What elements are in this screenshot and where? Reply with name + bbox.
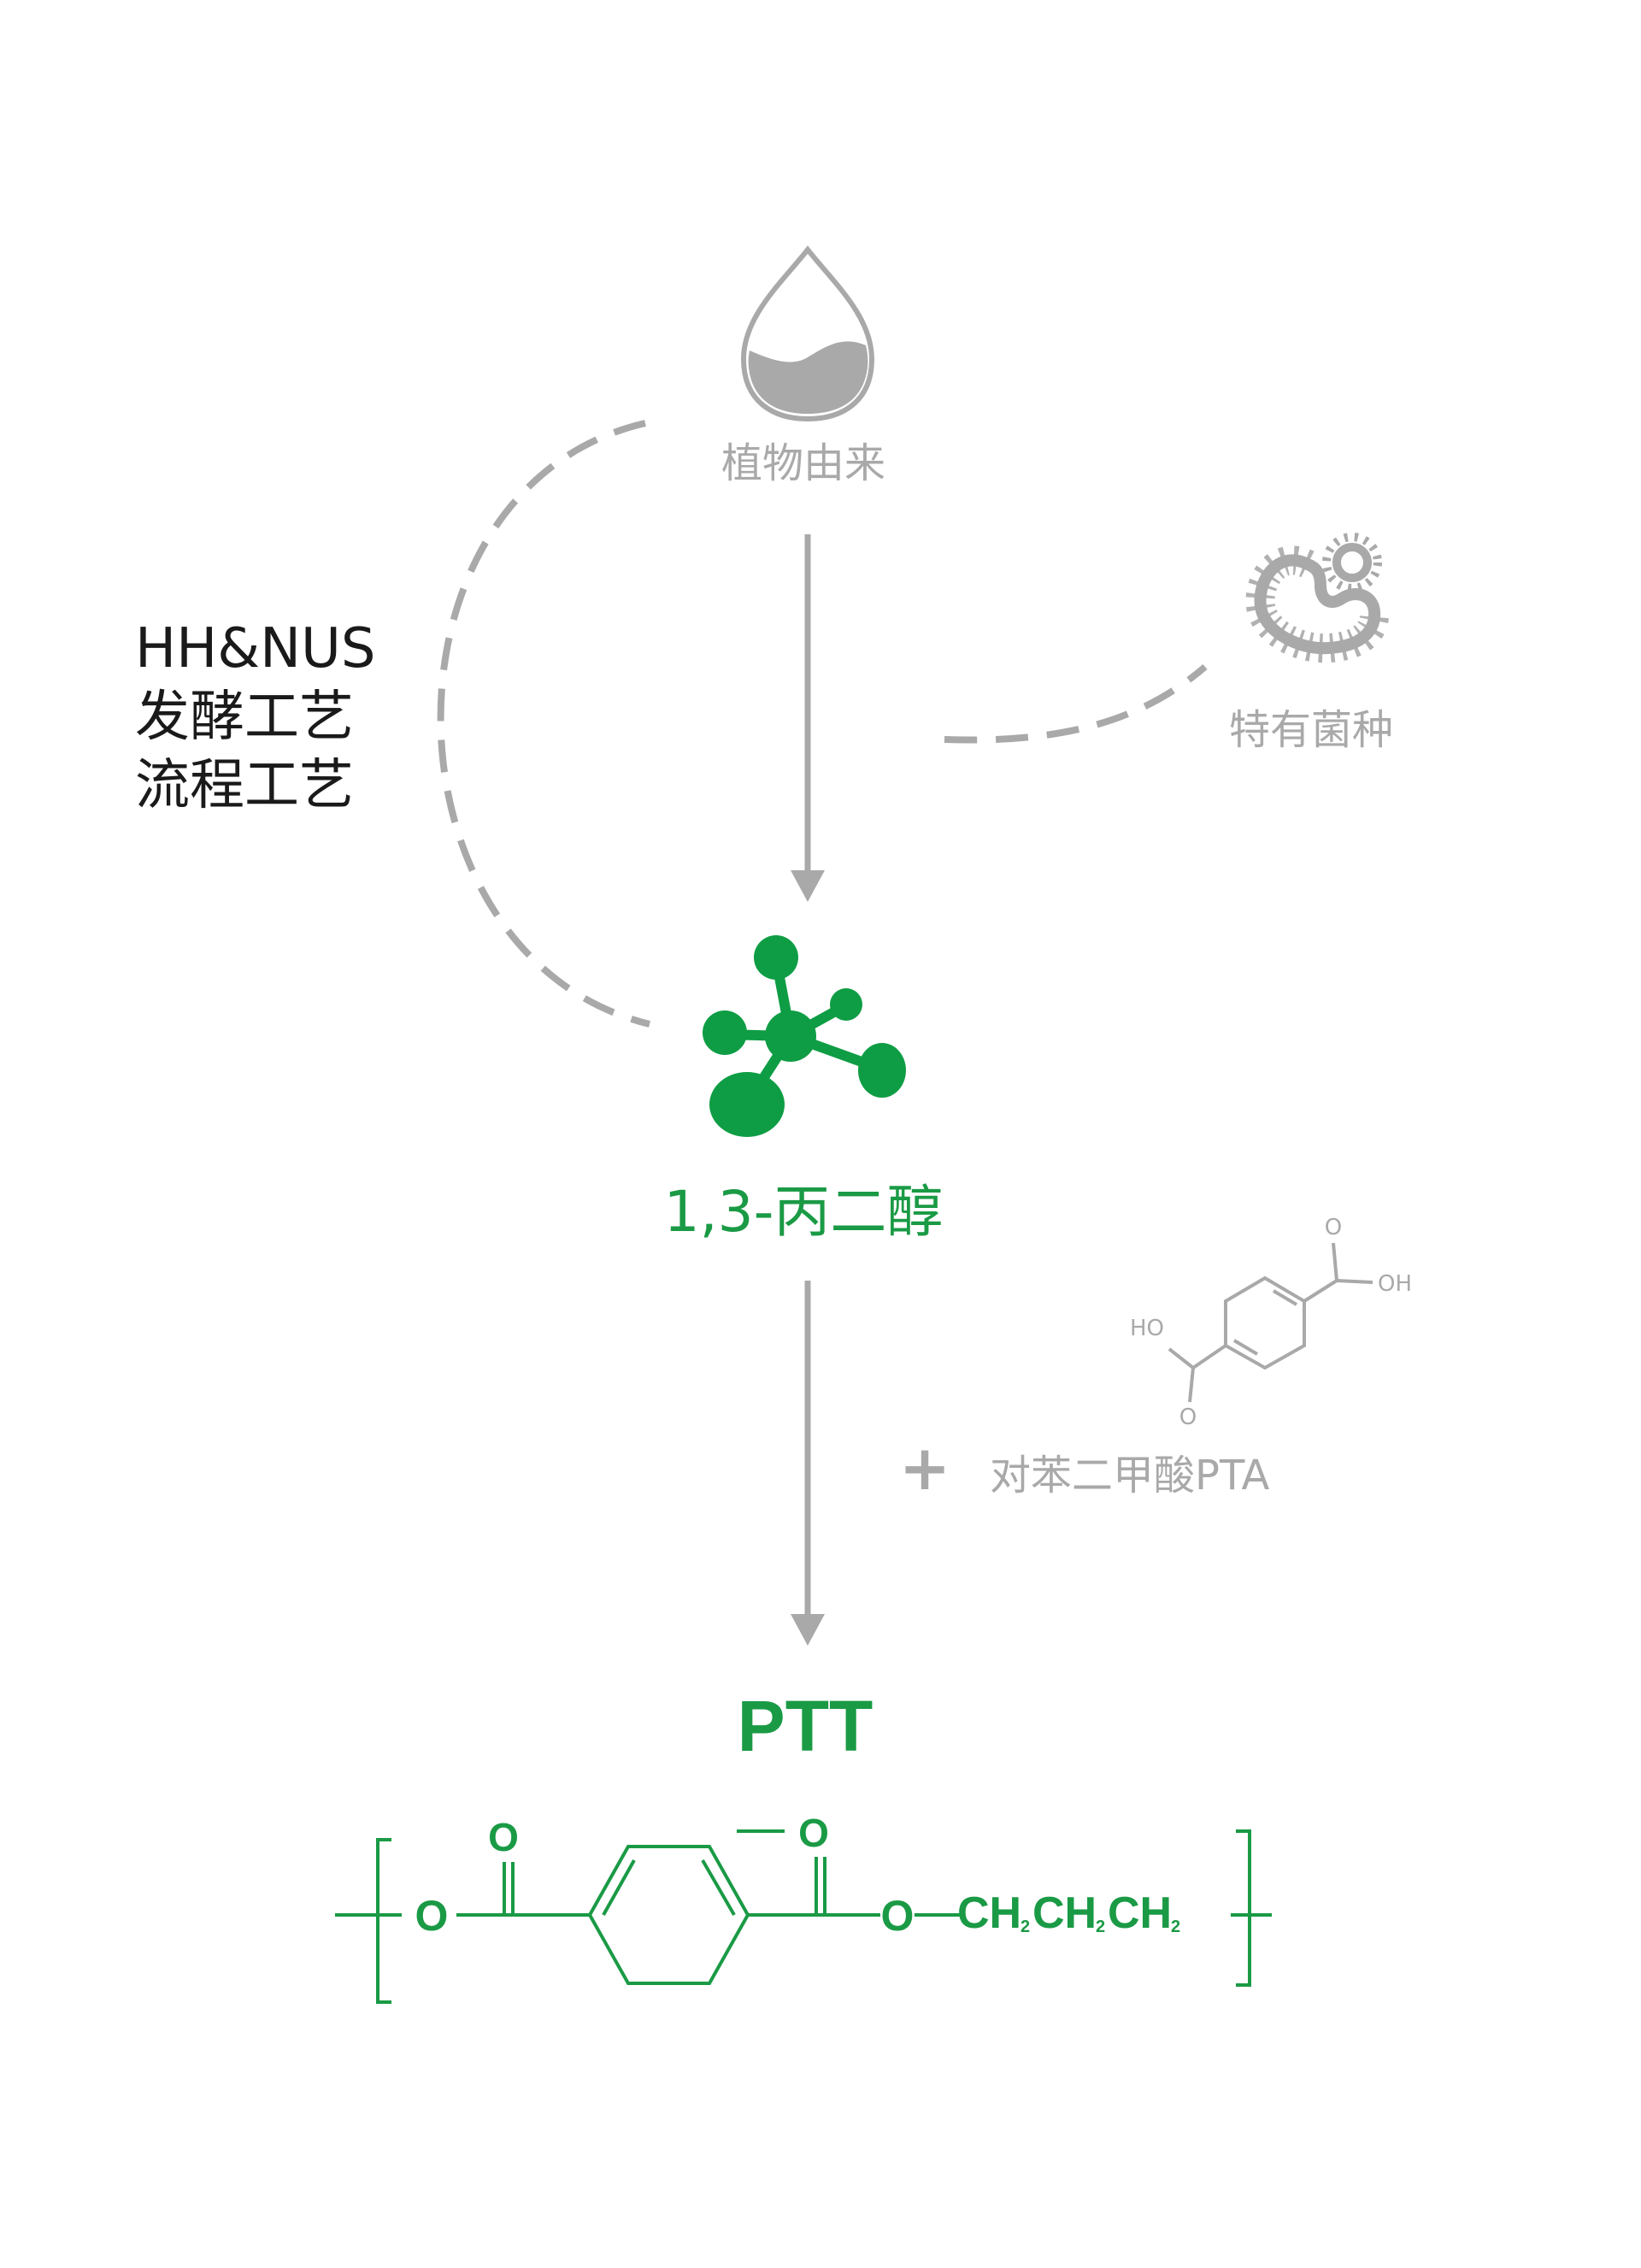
intermediate-label: 1,3-丙二醇	[664, 1179, 944, 1245]
source-label: 植物由来	[721, 439, 885, 487]
ptt-formula: O O O O CH 2 CH 2 CH 2	[335, 1811, 1272, 2004]
process-line1: HH&NUS	[135, 617, 376, 680]
process-line2: 发酵工艺	[135, 686, 354, 749]
pta-oh: OH	[1378, 1271, 1412, 1297]
product-label: PTT	[738, 1686, 873, 1766]
bacteria-label: 特有菌种	[1229, 706, 1393, 754]
process-line3: 流程工艺	[135, 754, 354, 817]
pta-o-top: O	[1325, 1215, 1342, 1240]
pta-o-bottom: O	[1179, 1405, 1197, 1430]
formula-ch2-1: CH	[957, 1888, 1021, 1938]
formula-sub-2: 2	[1096, 1917, 1105, 1936]
arrow-diol-to-ptt	[791, 1281, 825, 1646]
pta-ho: HO	[1130, 1316, 1164, 1341]
process-dashed-arc	[437, 420, 650, 1028]
bacteria-dashed-curve	[944, 663, 1208, 744]
plus-sign: +	[899, 1432, 950, 1504]
pta-structure	[1168, 1242, 1373, 1403]
water-drop-icon	[740, 245, 875, 422]
arrow-source-to-diol	[791, 534, 825, 902]
formula-sub-1: 2	[1020, 1917, 1030, 1936]
process-text: HH&NUS 发酵工艺 流程工艺	[135, 617, 376, 817]
bacteria-icon	[1245, 533, 1390, 663]
formula-ch2-3: CH	[1108, 1888, 1172, 1938]
reagent-label: 对苯二甲酸PTA	[990, 1452, 1270, 1499]
formula-o-carbonyl-right: O	[798, 1811, 829, 1855]
formula-sub-3: 2	[1171, 1917, 1180, 1936]
formula-ch2-2: CH	[1032, 1888, 1097, 1938]
formula-o-carbonyl-left: O	[488, 1815, 519, 1859]
formula-o-right: O	[881, 1892, 915, 1940]
molecule-icon	[703, 935, 906, 1137]
formula-o-left: O	[415, 1892, 449, 1940]
